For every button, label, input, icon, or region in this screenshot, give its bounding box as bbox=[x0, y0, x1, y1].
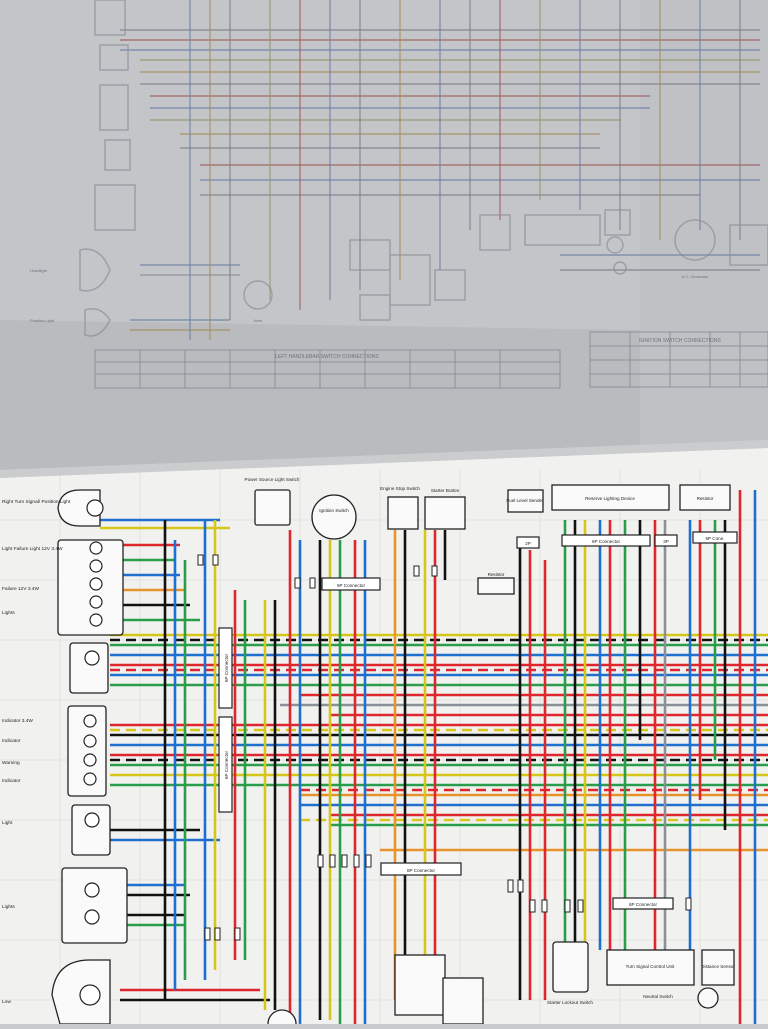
connector-2p-label: 2P bbox=[525, 541, 531, 546]
connector-6p-vertical-2-label: 6P Connector bbox=[224, 751, 229, 779]
ignition-switch-label: Ignition Switch bbox=[319, 508, 349, 513]
left-label-8: Light bbox=[2, 820, 13, 826]
top-sheet: LEFT HANDLEBAR SWITCH CONNECTIONS IGNITI… bbox=[0, 0, 768, 470]
fuel-level-sender-label: Fuel Level Sender bbox=[506, 498, 544, 503]
position-light-label: Position Light bbox=[30, 318, 55, 323]
left-label-6: Warning bbox=[2, 760, 20, 766]
engine-stop-switch-label: Engine Stop Switch bbox=[380, 486, 420, 491]
left-label-7: Indicator bbox=[2, 778, 21, 784]
starter-button-label: Starter Button bbox=[431, 488, 460, 493]
left-switch-table-title: LEFT HANDLEBAR SWITCH CONNECTIONS bbox=[275, 354, 379, 360]
starter-lockout-switch-label: Starter Lockout Switch bbox=[547, 1000, 593, 1005]
left-label-5: Indicator bbox=[2, 738, 21, 744]
connector-8p-mid-label: 8P Connector bbox=[407, 868, 435, 873]
connector-3p-label: 3P bbox=[663, 539, 669, 544]
bottom-sheet: Power Source Light Switch Ignition Switc… bbox=[0, 440, 768, 1029]
connector-6p-vertical-1-label: 6P Connector bbox=[224, 654, 229, 682]
left-label-1: Light Failure Light 12V 3.4W bbox=[2, 546, 63, 552]
resistor-top-label: Resistor bbox=[697, 496, 714, 501]
resistor-mid-label: Resistor bbox=[488, 572, 505, 577]
horn-label: Horn bbox=[254, 318, 263, 323]
left-label-9: Lights bbox=[2, 904, 15, 910]
left-label-3: Lights bbox=[2, 610, 15, 616]
power-source-light-switch-label: Power Source Light Switch bbox=[245, 477, 300, 482]
left-label-10: Low bbox=[2, 999, 11, 1005]
ignition-table-title: IGNITION SWITCH CONNECTIONS bbox=[639, 338, 721, 344]
turn-signal-control-unit-label: Turn Signal Control Unit bbox=[626, 964, 676, 969]
left-label-2: Failure 12V 3.4W bbox=[2, 586, 40, 592]
ac-generator-label: A.C. Generator bbox=[682, 274, 710, 279]
headlight-label: Headlight bbox=[30, 268, 48, 273]
neutral-switch-label: Neutral Switch bbox=[643, 994, 673, 999]
left-label-0: Right Turn Signal/ Position Light bbox=[2, 499, 71, 505]
distance-sensor-label: Distance Sensor bbox=[701, 964, 735, 969]
connector-6p-conn-label: 6P Conn. bbox=[705, 536, 724, 541]
connector-6p-right-label: 6P Connector bbox=[629, 902, 657, 907]
reserve-lighting-device-label: Reserve Lighting Device bbox=[585, 496, 635, 501]
connector-6p-top-label: 6P Connector bbox=[337, 583, 365, 588]
left-label-4: Indicator 3.4W bbox=[2, 718, 33, 724]
connector-6p-top2-label: 6P Connector bbox=[592, 539, 620, 544]
